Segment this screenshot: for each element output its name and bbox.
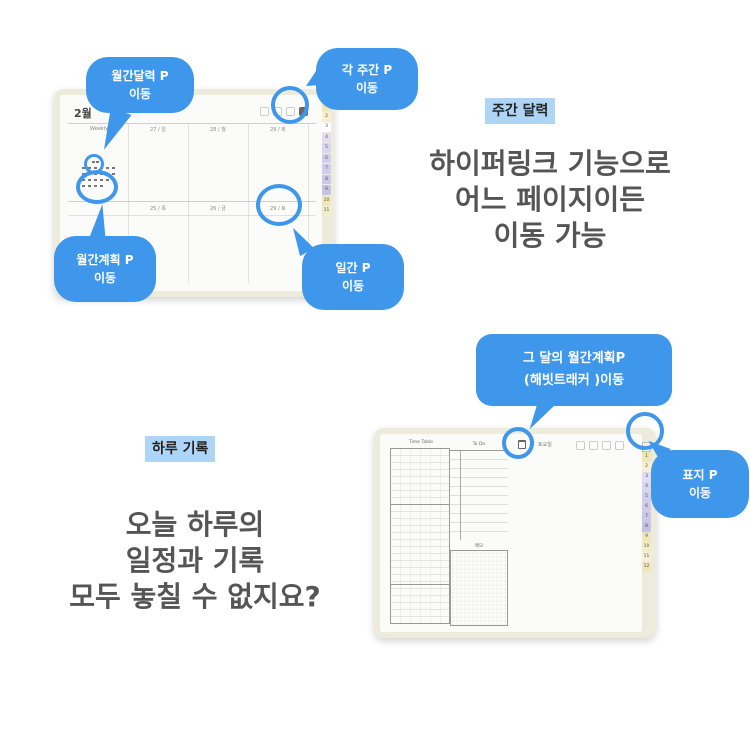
callout-line: 각 주간 P xyxy=(341,63,393,77)
side-tab[interactable]: 8 xyxy=(642,522,651,532)
section-heading-daily: 하루 기록 xyxy=(145,436,216,462)
todo-check-column xyxy=(460,450,461,540)
weekly-col-divider xyxy=(308,123,309,283)
weekly-col-divider xyxy=(128,123,129,283)
weekly-month-label: 2월 xyxy=(74,107,92,120)
callout-cover: 표지 P 이동 xyxy=(651,450,749,518)
callout-daily: 일간 P 이동 xyxy=(302,244,404,310)
side-tab[interactable]: 4 xyxy=(322,132,331,142)
side-tab[interactable]: 3 xyxy=(322,122,331,132)
callout-monthly-plan: 월간계획 P 이동 xyxy=(54,236,156,302)
daily-description: 오늘 하루의 일정과 기록 모두 놓칠 수 없지요? xyxy=(30,507,360,615)
side-tab[interactable]: 6 xyxy=(642,502,651,512)
weekly-row-line xyxy=(68,201,316,202)
memo-grid[interactable] xyxy=(450,550,508,626)
daily-side-tabs: 1 2 3 4 5 6 7 8 9 10 11 12 xyxy=(642,442,651,572)
memo-title: 메모 xyxy=(474,544,484,549)
weekly-side-tabs: 1 2 3 4 5 6 7 8 9 10 11 xyxy=(322,101,331,216)
side-tab[interactable]: 6 xyxy=(322,153,331,163)
time-table-divider xyxy=(390,504,450,505)
side-tab[interactable]: 7 xyxy=(322,164,331,174)
side-tab[interactable]: 5 xyxy=(642,492,651,502)
highlight-ring-daily-link xyxy=(256,184,302,226)
daily-nav-3[interactable] xyxy=(602,441,611,450)
weekly-col-divider xyxy=(248,123,249,283)
weekly-col-header[interactable]: 27 / 일 xyxy=(150,127,166,133)
description-line: 모두 놓칠 수 없지요? xyxy=(69,580,321,613)
side-tab[interactable]: 10 xyxy=(322,195,331,205)
description-line: 어느 페이지이든 xyxy=(454,183,646,216)
todo-list xyxy=(450,450,508,540)
callout-monthly-calendar: 월간달력 P 이동 xyxy=(86,57,194,113)
weekly-description: 하이퍼링크 기능으로 어느 페이지이든 이동 가능 xyxy=(400,146,700,254)
callout-line: 월간계획 P xyxy=(76,253,134,267)
callout-line: 월간달력 P xyxy=(111,69,169,83)
section-heading-weekly: 주간 달력 xyxy=(485,98,556,124)
weekly-col-header[interactable]: 26 / 금 xyxy=(210,206,226,212)
highlight-ring-cover-link xyxy=(626,412,664,450)
side-tab[interactable]: 7 xyxy=(642,512,651,522)
side-tab[interactable]: 1 xyxy=(642,452,651,462)
side-tab[interactable]: 11 xyxy=(642,552,651,562)
side-tab[interactable]: 9 xyxy=(322,185,331,195)
description-line: 일정과 기록 xyxy=(125,544,265,577)
weekly-header-line xyxy=(68,123,316,124)
side-tab[interactable]: 4 xyxy=(642,482,651,492)
daily-weekday-label: 토요일 xyxy=(538,442,552,448)
callout-line: 이동 xyxy=(341,279,365,293)
highlight-ring-week-nav xyxy=(271,86,309,124)
side-tab[interactable]: 2 xyxy=(642,462,651,472)
callout-line: (해빗트래커 )이동 xyxy=(523,373,625,388)
weekly-col-header[interactable]: 29 / 화 xyxy=(270,127,286,133)
callout-each-week: 각 주간 P 이동 xyxy=(316,48,418,110)
callout-line: 이동 xyxy=(688,486,712,500)
highlight-ring-mini-calendar xyxy=(76,170,118,204)
weekly-col-header: Weekly xyxy=(90,126,109,132)
description-line: 이동 가능 xyxy=(493,219,607,252)
weekly-row-line xyxy=(68,215,316,216)
weekly-col-divider xyxy=(188,123,189,283)
time-table-divider xyxy=(390,584,450,585)
callout-line: 이동 xyxy=(93,271,117,285)
daily-nav-1[interactable] xyxy=(576,441,585,450)
description-line: 오늘 하루의 xyxy=(125,508,265,541)
side-tab[interactable]: 12 xyxy=(642,562,651,572)
callout-line: 이동 xyxy=(355,81,379,95)
side-tab[interactable]: 10 xyxy=(642,542,651,552)
daily-nav-2[interactable] xyxy=(589,441,598,450)
callout-monthly-plan-habit: 그 달의 월간계획P (해빗트래커 )이동 xyxy=(476,334,672,406)
todo-title: To Do xyxy=(472,442,486,447)
side-tab[interactable]: 11 xyxy=(322,206,331,216)
daily-tablet-mockup: 2 토요일 Time Table To Do 메모 1 2 3 4 5 6 7 … xyxy=(374,428,656,638)
weekly-col-header[interactable]: 28 / 월 xyxy=(210,127,226,133)
callout-line: 이동 xyxy=(128,87,152,101)
daily-nav xyxy=(576,441,624,450)
week-nav-1[interactable] xyxy=(260,107,269,116)
callout-line: 일간 P xyxy=(335,261,371,275)
daily-nav-4[interactable] xyxy=(615,441,624,450)
highlight-ring-monthly-plan-link xyxy=(502,427,534,459)
weekly-col-header[interactable]: 25 / 목 xyxy=(150,206,166,212)
daily-screen: 2 토요일 Time Table To Do 메모 xyxy=(380,434,642,632)
side-tab[interactable]: 2 xyxy=(322,111,331,121)
callout-line: 표지 P xyxy=(682,468,718,482)
description-line: 하이퍼링크 기능으로 xyxy=(429,147,671,180)
side-tab[interactable]: 5 xyxy=(322,143,331,153)
side-tab[interactable]: 8 xyxy=(322,174,331,184)
side-tab[interactable]: 9 xyxy=(642,532,651,542)
time-table-grid xyxy=(390,448,450,624)
callout-line: 그 달의 월간계획P xyxy=(522,351,626,366)
side-tab[interactable]: 3 xyxy=(642,472,651,482)
time-table-title: Time Table xyxy=(408,440,434,445)
